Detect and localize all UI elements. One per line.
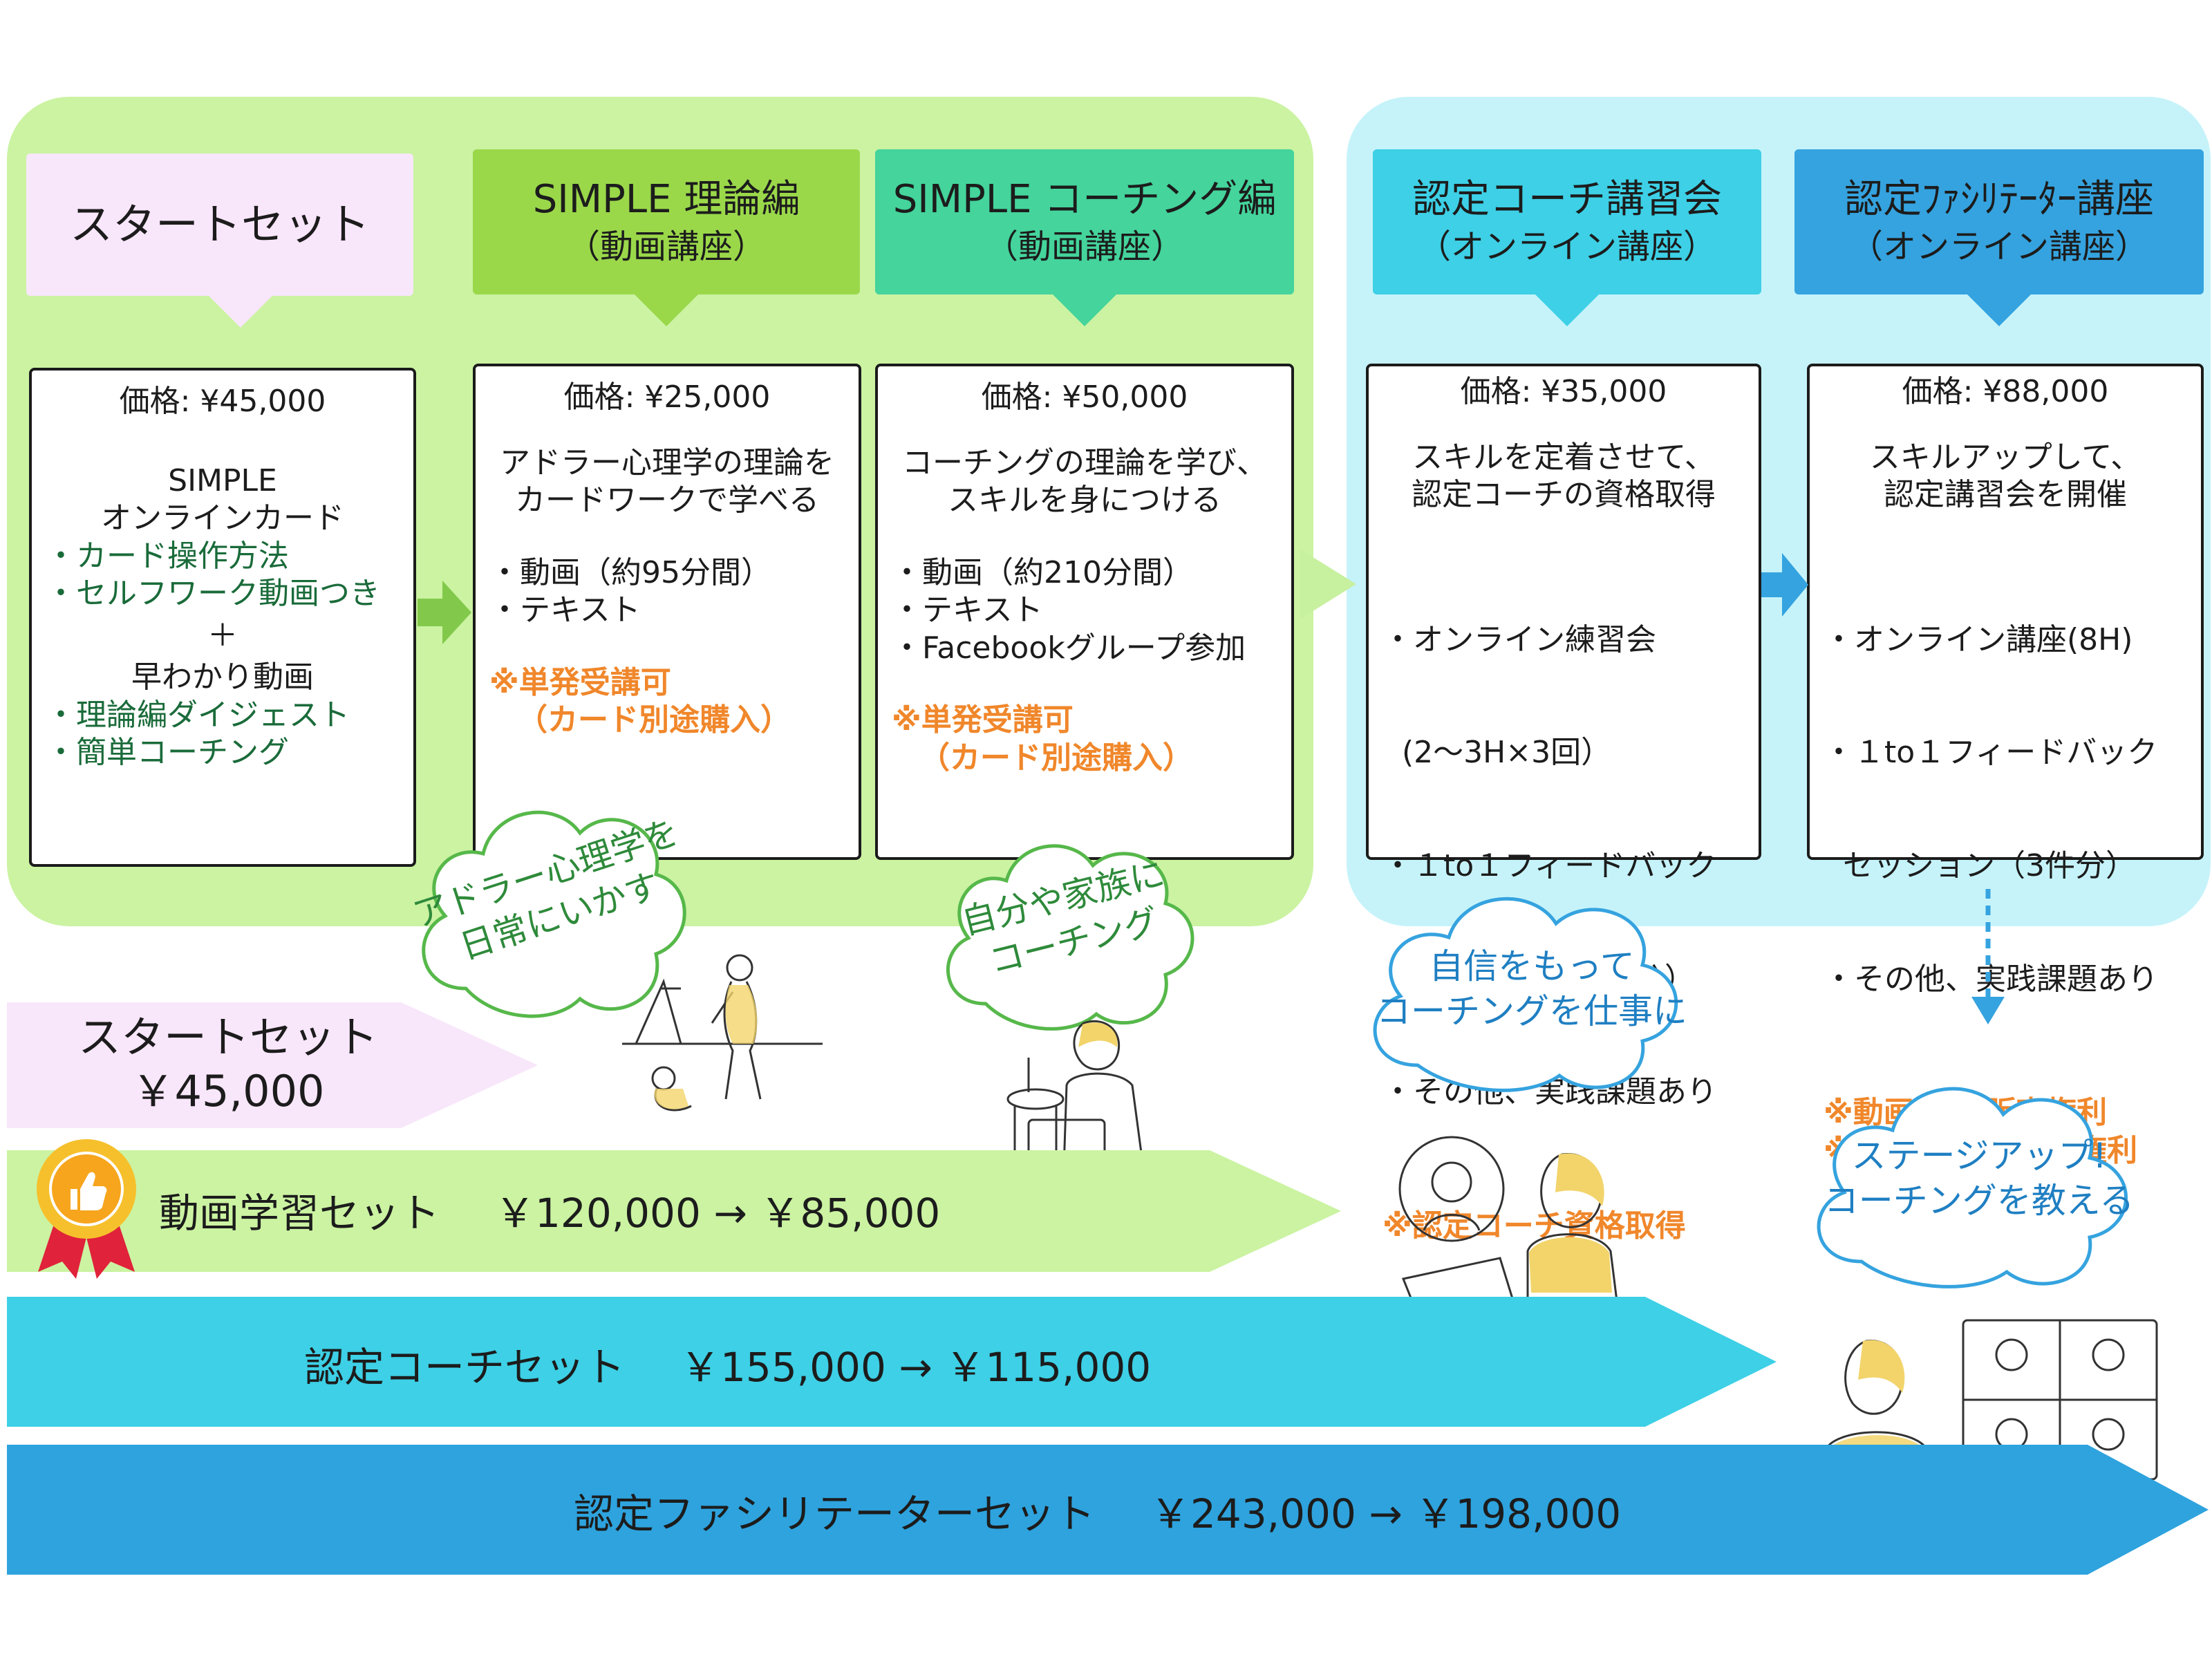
coaching-desc: スキルを身につける bbox=[948, 482, 1221, 518]
plus-sign: ＋ bbox=[207, 617, 238, 653]
cert-coach-card: 価格: ¥35,000 スキルを定着させて、 認定コーチの資格取得 ・オンライン… bbox=[1366, 364, 1761, 1244]
arrow-right-icon bbox=[1300, 549, 1356, 619]
coaching-item: ・テキスト bbox=[892, 592, 1043, 628]
cloud-line: コーチングを教える bbox=[1824, 1181, 2135, 1221]
facilitator-set-band-text: 認定ファシリテーターセット ￥243,000 → ￥198,000 bbox=[574, 1479, 1621, 1541]
start-band-price: ￥45,000 bbox=[131, 1065, 325, 1116]
coaching-price: 価格: ¥50,000 bbox=[981, 379, 1188, 415]
theory-desc: カードワークで学べる bbox=[515, 482, 819, 518]
cloud-adler bbox=[422, 810, 686, 1018]
facilitator-price: 価格: ¥88,000 bbox=[1902, 374, 2109, 409]
theory-note: ※単発受講可 bbox=[489, 664, 671, 700]
cert-coach-header: 認定コーチ講習会 （オンライン講座） bbox=[1373, 149, 1761, 326]
coaching-card: 価格: ¥50,000 コーチングの理論を学び、 スキルを身につける ・動画（約… bbox=[875, 364, 1294, 860]
theory-header: SIMPLE 理論編 （動画講座） bbox=[473, 149, 860, 326]
video-band-price: ￥120,000 → ￥85,000 bbox=[495, 1190, 941, 1237]
start-line1: SIMPLE bbox=[168, 462, 277, 498]
theory-subtitle: （動画講座） bbox=[566, 227, 766, 267]
coaching-header: SIMPLE コーチング編 （動画講座） bbox=[875, 149, 1294, 326]
facilitator-desc: スキルアップして、 bbox=[1869, 439, 2141, 475]
coaching-title: SIMPLE コーチング編 bbox=[892, 177, 1277, 223]
facilitator-desc: 認定講習会を開催 bbox=[1884, 477, 2127, 513]
start-set-band-shape bbox=[7, 1002, 538, 1128]
start-price: 価格: ¥45,000 bbox=[119, 384, 326, 419]
start-band-name: スタートセット bbox=[77, 1012, 378, 1062]
start-set-title: スタートセット bbox=[69, 198, 370, 250]
facilitator-title: 認定ﾌｧｼﾘﾃｰﾀｰ講座 bbox=[1844, 177, 2154, 223]
facilitator-item: セッション（3件分） bbox=[1824, 848, 2136, 884]
coaching-note: ※単発受講可 bbox=[892, 702, 1074, 738]
cert-coach-subtitle: （オンライン講座） bbox=[1417, 227, 1716, 267]
coach-band-price: ￥155,000 → ￥115,000 bbox=[680, 1344, 1152, 1391]
cert-coach-title: 認定コーチ講習会 bbox=[1412, 177, 1722, 223]
cert-coach-desc: 認定コーチの資格取得 bbox=[1412, 477, 1716, 513]
facilitator-header: 認定ﾌｧｼﾘﾃｰﾀｰ講座 （オンライン講座） bbox=[1794, 149, 2204, 326]
coaching-desc: コーチングの理論を学び、 bbox=[902, 444, 1267, 480]
theory-price: 価格: ¥25,000 bbox=[563, 379, 771, 415]
cloud-stageup-text: ステージアップ! コーチングを教える bbox=[1803, 1134, 2155, 1224]
cert-coach-item: (2〜3H×3回） bbox=[1382, 735, 1612, 771]
start-list2-item: ・理論編ダイジェスト bbox=[46, 697, 350, 733]
coaching-note: （カード別途購入） bbox=[919, 740, 1193, 776]
theory-item: ・テキスト bbox=[489, 592, 641, 628]
theory-card: 価格: ¥25,000 アドラー心理学の理論を カードワークで学べる ・動画（約… bbox=[473, 364, 861, 860]
theory-desc: アドラー心理学の理論を bbox=[500, 444, 834, 480]
start-line2: オンラインカード bbox=[101, 500, 344, 536]
cert-coach-item: ・１to１フィードバック bbox=[1382, 848, 1717, 884]
start-list2-item: ・簡単コーチング bbox=[46, 735, 289, 771]
start-list1-item: ・セルフワーク動画つき bbox=[46, 576, 380, 612]
coach-set-band-shape bbox=[7, 1297, 1777, 1427]
theory-item: ・動画（約95分間） bbox=[489, 554, 771, 590]
facilitator-card: 価格: ¥88,000 スキルアップして、 認定講習会を開催 ・オンライン講座(… bbox=[1807, 364, 2204, 1168]
video-band-name: 動画学習セット bbox=[159, 1190, 440, 1237]
video-set-band-text: 動画学習セット ￥120,000 → ￥85,000 bbox=[159, 1182, 940, 1237]
cert-coach-item: ・オンライン練習会 bbox=[1382, 621, 1656, 657]
coaching-item: ・Facebookグループ参加 bbox=[892, 630, 1246, 666]
cloud-confidence bbox=[1373, 897, 1678, 1092]
video-set-band-shape bbox=[7, 1150, 1341, 1272]
arrow-down-dotted-icon bbox=[1971, 889, 2005, 1024]
coaching-item: ・動画（約210分間） bbox=[892, 554, 1193, 590]
facilitator-band-name: 認定ファシリテーターセット bbox=[574, 1490, 1096, 1537]
coach-set-band-text: 認定コーチセット ￥155,000 → ￥115,000 bbox=[304, 1333, 1151, 1395]
coach-band-name: 認定コーチセット bbox=[304, 1344, 626, 1391]
cert-coach-price: 価格: ¥35,000 bbox=[1460, 374, 1667, 409]
start-set-card: 価格: ¥45,000 SIMPLE オンラインカード ・カード操作方法 ・セル… bbox=[29, 368, 416, 867]
start-line3: 早わかり動画 bbox=[131, 659, 314, 695]
start-list1-item: ・カード操作方法 bbox=[46, 538, 289, 574]
cloud-line: ステージアップ! bbox=[1851, 1136, 2107, 1176]
arrow-right-icon bbox=[1761, 553, 1808, 617]
cert-coach-desc: スキルを定着させて、 bbox=[1412, 439, 1715, 475]
facilitator-subtitle: （オンライン講座） bbox=[1849, 227, 2148, 267]
cloud-family bbox=[946, 844, 1194, 1031]
cloud-confidence-text: 自信をもって コーチングを仕事に bbox=[1359, 944, 1705, 1034]
award-badge-icon bbox=[37, 1139, 136, 1279]
theory-title: SIMPLE 理論編 bbox=[532, 177, 800, 223]
facilitator-set-band-shape bbox=[7, 1445, 2209, 1575]
facilitator-item: ・１to１フィードバック bbox=[1824, 735, 2158, 771]
playground-illustration bbox=[622, 954, 823, 1112]
arrow-right-icon bbox=[418, 581, 471, 644]
start-set-header: スタートセット bbox=[26, 153, 413, 328]
start-set-band-text: スタートセット ￥45,000 bbox=[41, 1011, 415, 1118]
facilitator-item: ・オンライン講座(8H) bbox=[1824, 621, 2133, 657]
online-coaching-illustration bbox=[1398, 1136, 1619, 1349]
theory-note: （カード別途購入） bbox=[517, 702, 791, 738]
coaching-subtitle: （動画講座） bbox=[984, 227, 1184, 267]
cloud-line: コーチングを仕事に bbox=[1376, 991, 1687, 1031]
facilitator-band-price: ￥243,000 → ￥198,000 bbox=[1150, 1490, 1622, 1537]
facilitator-item: ・その他、実践課題あり bbox=[1824, 961, 2158, 997]
cloud-stageup bbox=[1817, 1087, 2128, 1288]
cloud-line: 自信をもって bbox=[1429, 946, 1635, 986]
